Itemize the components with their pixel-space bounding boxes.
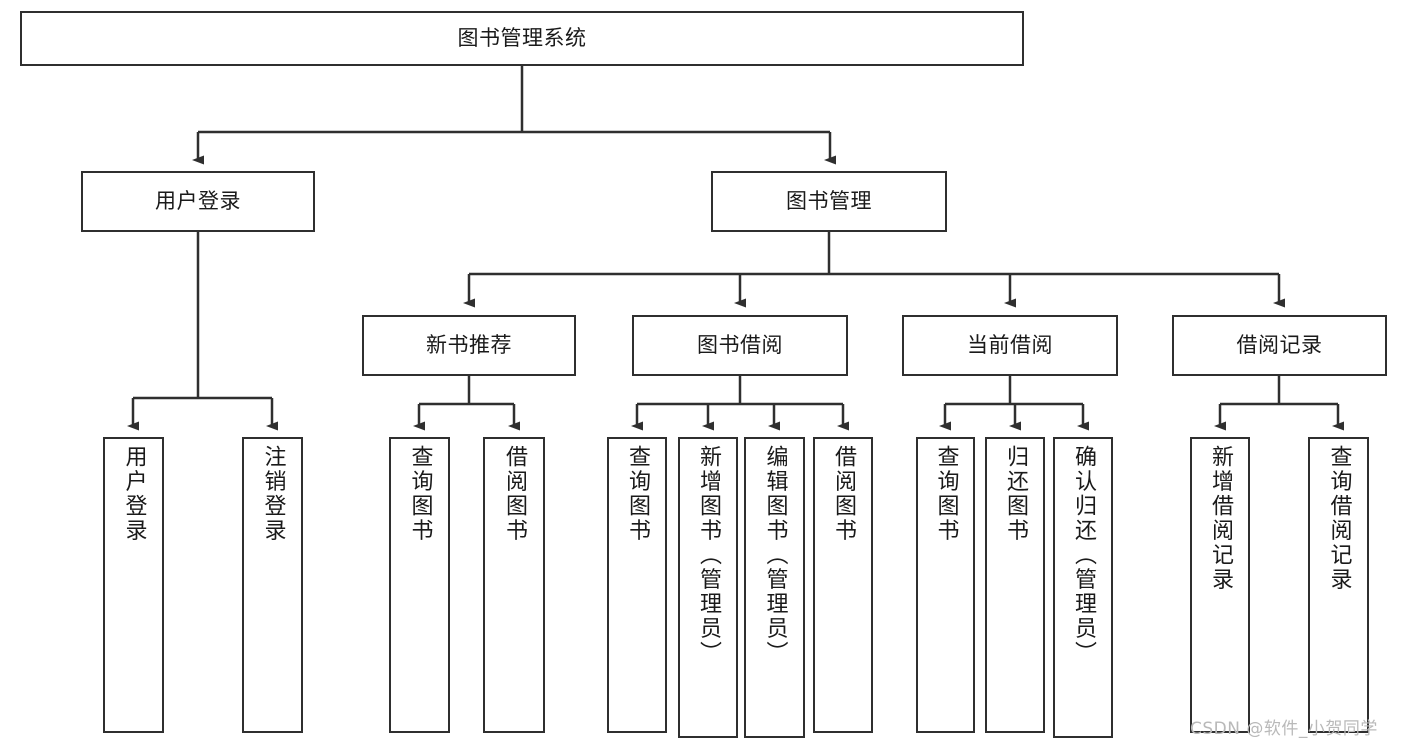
leaf-query-book-current[interactable]: 查询图书 xyxy=(916,437,975,733)
node-label: 编辑图书（管理员） xyxy=(762,445,788,666)
node-label: 查询图书 xyxy=(407,445,433,543)
leaf-add-book-admin[interactable]: 新增图书（管理员） xyxy=(678,437,738,738)
node-label: 图书管理系统 xyxy=(457,26,587,51)
node-label: 用户登录 xyxy=(155,189,241,214)
node-label: 用户登录 xyxy=(121,445,147,543)
node-label: 查询图书 xyxy=(625,445,650,543)
node-label: 归还图书 xyxy=(1003,445,1028,543)
node-label: 新增借阅记录 xyxy=(1208,445,1233,592)
leaf-query-book-borrow[interactable]: 查询图书 xyxy=(607,437,667,733)
node-current-borrow[interactable]: 当前借阅 xyxy=(902,315,1118,376)
node-label: 当前借阅 xyxy=(967,333,1053,358)
leaf-add-borrow-record[interactable]: 新增借阅记录 xyxy=(1190,437,1250,733)
leaf-user-login[interactable]: 用户登录 xyxy=(103,437,164,733)
leaf-borrow-book[interactable]: 借阅图书 xyxy=(813,437,873,733)
watermark: CSDN @软件_小贺同学 xyxy=(1190,719,1378,739)
leaf-logout[interactable]: 注销登录 xyxy=(242,437,303,733)
node-label: 借阅图书 xyxy=(831,445,856,543)
node-label: 图书借阅 xyxy=(697,333,783,358)
node-new-book-recommend[interactable]: 新书推荐 xyxy=(362,315,576,376)
node-label: 注销登录 xyxy=(260,445,286,543)
node-label: 查询借阅记录 xyxy=(1326,445,1352,592)
leaf-edit-book-admin[interactable]: 编辑图书（管理员） xyxy=(744,437,805,738)
node-label: 图书管理 xyxy=(786,189,872,214)
node-book-management[interactable]: 图书管理 xyxy=(711,171,947,232)
node-label: 借阅图书 xyxy=(502,445,527,543)
leaf-borrow-book-recommend[interactable]: 借阅图书 xyxy=(483,437,545,733)
node-book-borrow[interactable]: 图书借阅 xyxy=(632,315,848,376)
leaf-query-borrow-record[interactable]: 查询借阅记录 xyxy=(1308,437,1369,733)
node-label: 确认归还（管理员） xyxy=(1071,445,1096,666)
node-label: 查询图书 xyxy=(933,445,959,543)
node-label: 新书推荐 xyxy=(426,333,512,358)
node-user-login[interactable]: 用户登录 xyxy=(81,171,315,232)
node-borrow-record[interactable]: 借阅记录 xyxy=(1172,315,1387,376)
node-root[interactable]: 图书管理系统 xyxy=(20,11,1024,66)
leaf-confirm-return-admin[interactable]: 确认归还（管理员） xyxy=(1053,437,1113,738)
node-label: 新增图书（管理员） xyxy=(696,445,721,666)
leaf-return-book[interactable]: 归还图书 xyxy=(985,437,1045,733)
leaf-query-book-recommend[interactable]: 查询图书 xyxy=(389,437,450,733)
node-label: 借阅记录 xyxy=(1236,333,1323,358)
